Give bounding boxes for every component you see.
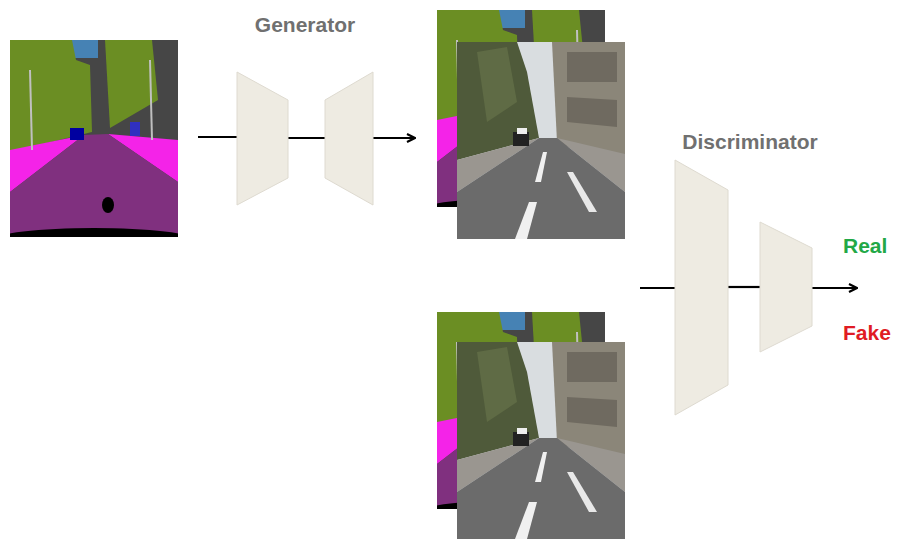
block-title: Discriminator [660, 125, 840, 155]
trapezoid-shape [230, 8, 380, 213]
block-title: Generator [230, 8, 380, 38]
output-label: Fake [843, 320, 891, 346]
discriminator-block: Discriminator [660, 125, 840, 420]
trapezoid-shape [660, 125, 840, 420]
generator-block: Generator [230, 8, 380, 213]
output-label: Real [843, 233, 887, 259]
